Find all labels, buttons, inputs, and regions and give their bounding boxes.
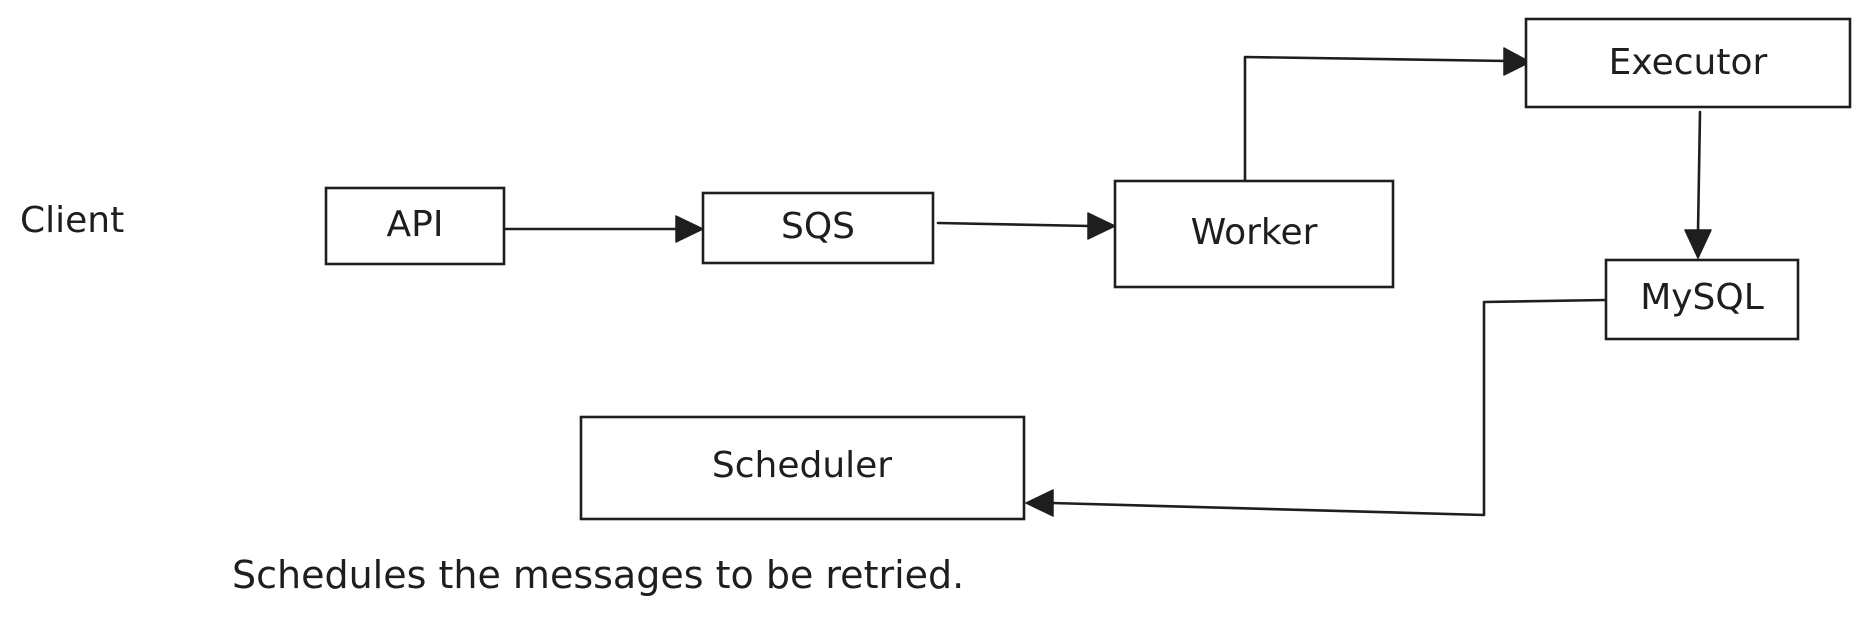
arrowhead-worker <box>1087 212 1116 240</box>
node-worker: Worker <box>1113 179 1395 289</box>
node-api-box <box>324 186 506 266</box>
arrowhead-mysql <box>1684 229 1712 259</box>
node-worker-label: Worker <box>1191 212 1318 253</box>
edges <box>503 47 1712 517</box>
arrowhead-scheduler <box>1025 489 1054 517</box>
node-mysql-box <box>1604 258 1800 341</box>
node-scheduler-label: Scheduler <box>712 445 892 486</box>
edge-sqs-to-worker <box>936 221 1092 228</box>
node-executor-box <box>1524 17 1852 109</box>
edge-worker-to-executor <box>1243 55 1510 183</box>
node-api-label: API <box>387 204 444 245</box>
node-scheduler-box <box>579 415 1026 521</box>
arrowhead-executor <box>1503 47 1531 76</box>
node-sqs-label: SQS <box>781 206 855 247</box>
client-label: Client <box>20 200 124 241</box>
edge-executor-to-mysql <box>1696 110 1702 235</box>
node-executor: Executor <box>1524 17 1852 109</box>
node-sqs-box <box>701 191 935 265</box>
node-sqs: SQS <box>701 191 935 265</box>
node-mysql-label: MySQL <box>1640 277 1764 318</box>
node-mysql: MySQL <box>1604 258 1800 341</box>
node-worker-box <box>1113 179 1395 289</box>
scheduler-note: Schedules the messages to be retried. <box>232 553 964 597</box>
edge-mysql-to-scheduler <box>1050 298 1608 517</box>
node-api: API <box>324 186 506 266</box>
node-scheduler: Scheduler <box>579 415 1026 521</box>
arrowhead-sqs <box>675 215 704 243</box>
node-executor-label: Executor <box>1609 42 1768 83</box>
